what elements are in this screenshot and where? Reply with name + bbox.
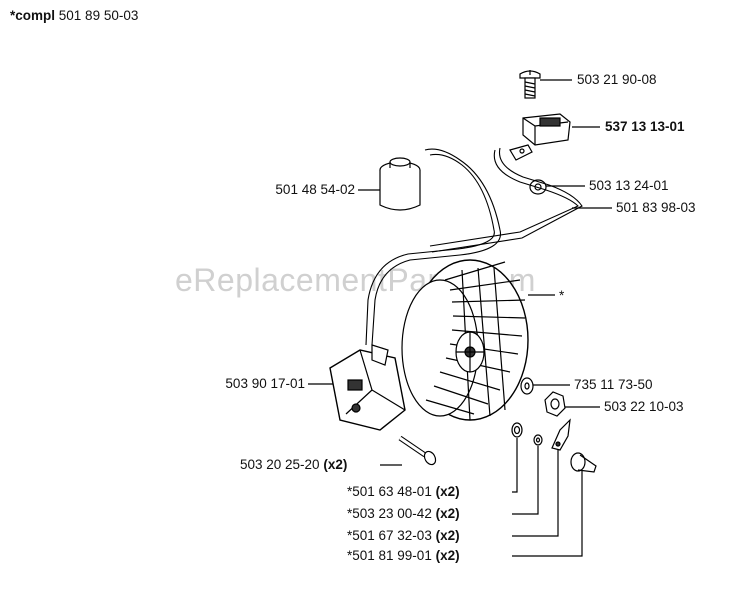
p1-number: *501 63 48-01 bbox=[347, 484, 432, 499]
p4-qty: (x2) bbox=[435, 548, 460, 563]
switch-icon bbox=[522, 113, 571, 146]
label-screw-top: 503 21 90-08 bbox=[577, 72, 657, 87]
compl-prefix: *compl bbox=[10, 8, 56, 23]
label-ignition-module: 503 90 17-01 bbox=[225, 376, 305, 391]
label-capacitor: 501 48 54-02 bbox=[275, 182, 355, 197]
pawl-icon bbox=[551, 418, 571, 451]
assembly-header: *compl 501 89 50-03 bbox=[10, 8, 138, 24]
label-module-screw: 503 20 25-20 (x2) bbox=[240, 457, 347, 473]
compl-number: 501 89 50-03 bbox=[58, 8, 139, 23]
leader-p4 bbox=[512, 470, 583, 557]
ring-icon bbox=[533, 434, 543, 446]
nut-icon bbox=[544, 391, 566, 417]
p4-number: *501 81 99-01 bbox=[347, 548, 432, 563]
label-p4: *501 81 99-01 (x2) bbox=[347, 548, 460, 564]
p2-number: *503 23 00-42 bbox=[347, 506, 432, 521]
label-grommet: 503 13 24-01 bbox=[589, 178, 669, 193]
shoulder-screw-icon bbox=[570, 452, 597, 473]
leader-p1 bbox=[512, 438, 518, 493]
label-wire: 501 83 98-03 bbox=[616, 200, 696, 215]
washer-icon bbox=[520, 377, 534, 395]
label-switch: 537 13 13-01 bbox=[605, 119, 685, 134]
label-p1: *501 63 48-01 (x2) bbox=[347, 484, 460, 500]
label-p2: *503 23 00-42 (x2) bbox=[347, 506, 460, 522]
flywheel-icon bbox=[401, 259, 529, 421]
label-nut: 503 22 10-03 bbox=[604, 399, 684, 414]
p2-qty: (x2) bbox=[435, 506, 460, 521]
module-screw-number: 503 20 25-20 bbox=[240, 457, 320, 472]
label-washer: 735 11 73-50 bbox=[574, 377, 653, 392]
spring-icon bbox=[511, 422, 523, 438]
ignition-wire bbox=[365, 147, 583, 346]
label-p3: *501 67 32-03 (x2) bbox=[347, 528, 460, 544]
capacitor-icon bbox=[379, 157, 421, 211]
terminal-icon bbox=[509, 144, 533, 161]
ignition-module-icon bbox=[329, 344, 406, 431]
module-screw-qty: (x2) bbox=[323, 457, 348, 472]
p3-number: *501 67 32-03 bbox=[347, 528, 432, 543]
screw-top-icon bbox=[519, 70, 541, 99]
label-flywheel: * bbox=[559, 288, 565, 303]
module-screw-icon bbox=[398, 435, 437, 466]
leader-p3 bbox=[512, 450, 559, 537]
leader-p2 bbox=[512, 446, 539, 515]
p1-qty: (x2) bbox=[435, 484, 460, 499]
p3-qty: (x2) bbox=[435, 528, 460, 543]
